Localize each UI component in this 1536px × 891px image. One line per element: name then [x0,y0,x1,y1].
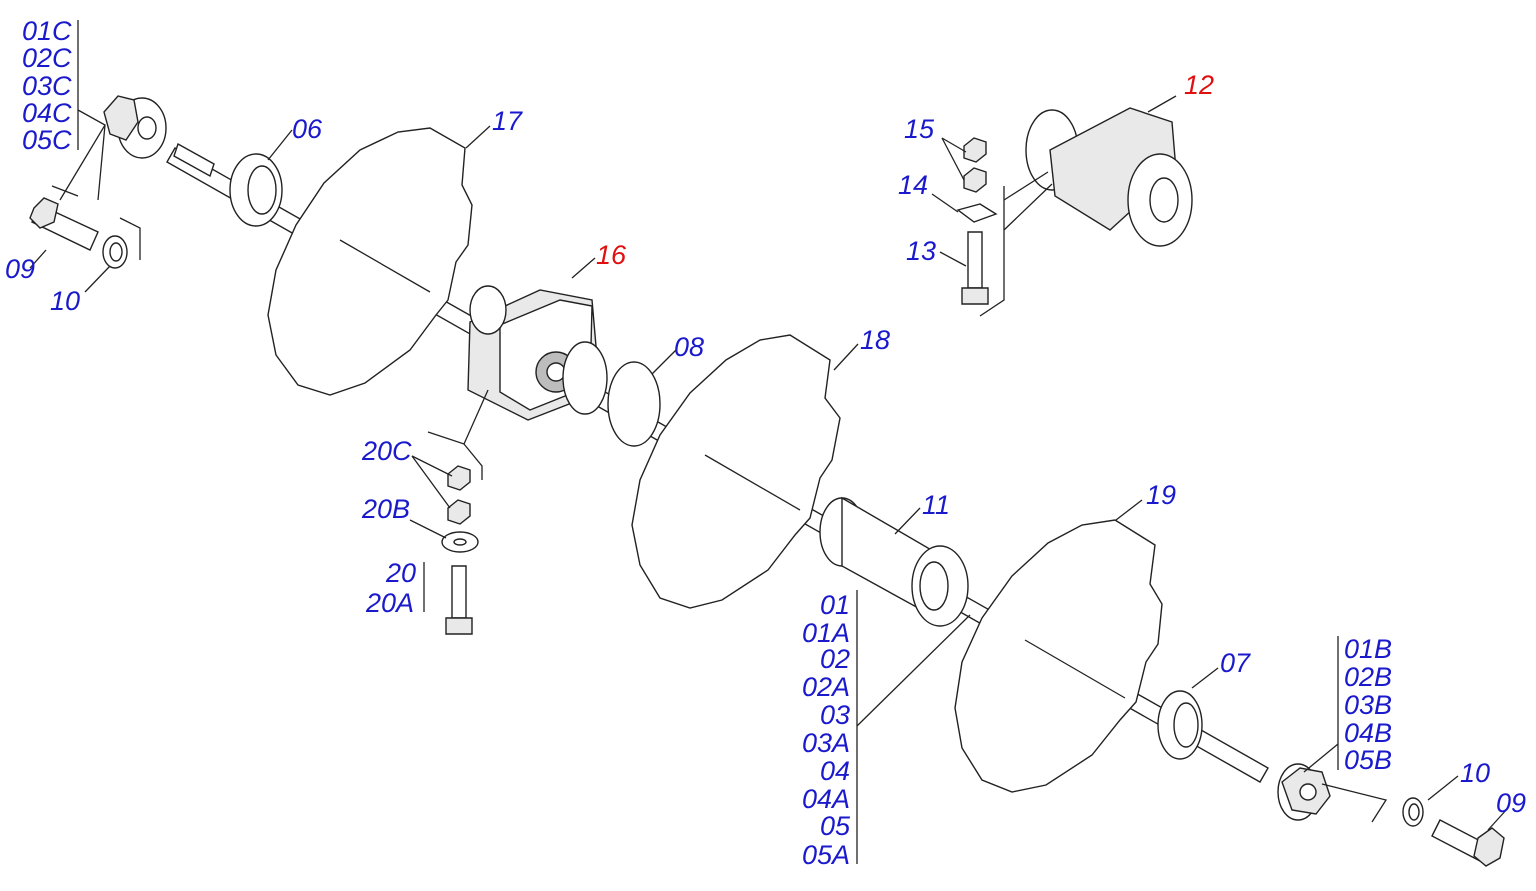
hub-flange-left [103,95,167,159]
washer-10-left [102,235,128,269]
callout-10-right: 10 [1460,758,1490,788]
callout-15: 15 [904,114,935,144]
spacer-08 [607,361,661,447]
callout-07: 07 [1220,648,1251,678]
callout-05B: 05B [1344,745,1392,775]
callout-05C: 05C [22,125,72,155]
callout-01: 01 [820,590,850,620]
leader-lines [29,20,1509,864]
callout-01C: 01C [22,16,72,46]
callout-20B: 20B [361,494,410,524]
callout-04B: 04B [1344,718,1392,748]
fastener-stack-13 [956,137,998,305]
callout-09-left: 09 [5,254,35,284]
callout-03C: 03C [22,71,72,101]
callout-03B: 03B [1344,690,1392,720]
callout-05A: 05A [802,840,850,870]
bolt-09-left [29,197,99,251]
bolt-09-right [1431,819,1505,867]
callout-02: 02 [820,644,850,674]
bearing-assembly-12 [1025,107,1193,247]
disc-18 [631,334,841,609]
callout-20: 20 [385,558,416,588]
callout-02B: 02B [1344,662,1392,692]
callout-04: 04 [820,756,850,786]
callout-18: 18 [860,325,890,355]
spacer-tube-11 [819,496,969,627]
callout-19: 19 [1146,480,1176,510]
callout-01A: 01A [802,618,850,648]
bearing-flange-07 [1157,690,1203,760]
callout-14: 14 [898,170,928,200]
fastener-stack-20 [441,465,479,635]
hub-flange-right [1277,763,1331,821]
callout-04A: 04A [802,784,850,814]
disc-19 [954,519,1163,793]
bearing-flange-06 [173,142,283,227]
callout-12: 12 [1184,70,1214,100]
disc-17 [267,127,473,396]
callout-labels: 01C 02C 03C 04C 05C 06 17 09 10 16 08 18… [5,16,1526,870]
washer-10-right [1402,797,1424,827]
callout-05: 05 [820,811,851,841]
callout-04C: 04C [22,98,72,128]
callout-16: 16 [596,240,627,270]
callout-01B: 01B [1344,634,1392,664]
callout-09-right: 09 [1496,788,1526,818]
callout-10-left: 10 [50,286,80,316]
callout-03A: 03A [802,728,850,758]
callout-06: 06 [292,114,323,144]
callout-08: 08 [674,332,704,362]
callout-13: 13 [906,236,936,266]
gearbox-16 [467,285,608,421]
callout-02A: 02A [802,672,850,702]
callout-17: 17 [492,106,523,136]
callout-03: 03 [820,700,850,730]
callout-20A: 20A [365,588,414,618]
callout-20C: 20C [361,436,412,466]
callout-02C: 02C [22,43,72,73]
callout-11: 11 [922,490,950,520]
